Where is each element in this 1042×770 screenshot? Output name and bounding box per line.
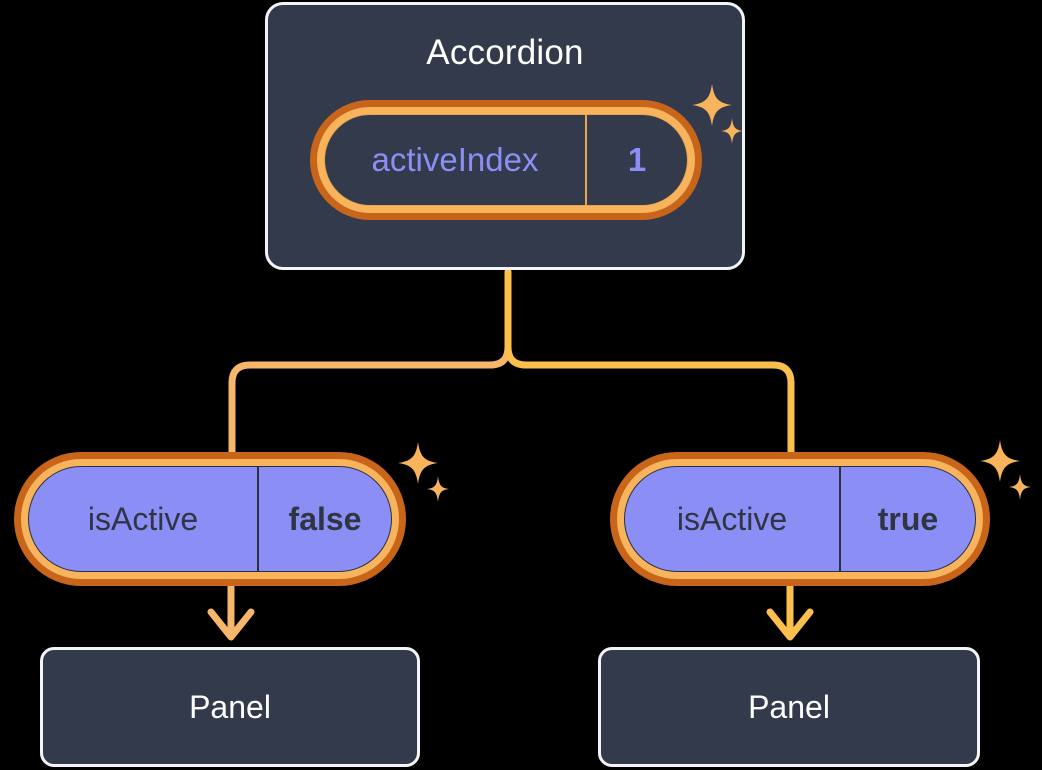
pill-inner-ring: isActive false (21, 459, 399, 579)
wire-root-to-right (504, 268, 795, 466)
pill-body: isActive false (28, 466, 392, 572)
state-pill-is-active-true[interactable]: isActive true (610, 452, 990, 586)
state-pill-active-index[interactable]: activeIndex 1 (310, 100, 702, 220)
pill-inner-ring: isActive true (617, 459, 983, 579)
pill-body: activeIndex 1 (324, 114, 688, 206)
state-pill-is-active-false[interactable]: isActive false (14, 452, 406, 586)
prop-key-label: isActive (29, 467, 259, 571)
panel-component-left[interactable]: Panel (40, 647, 420, 767)
panel-component-right[interactable]: Panel (598, 647, 980, 767)
pill-inner-ring: activeIndex 1 (317, 107, 695, 213)
state-key-label: activeIndex (325, 115, 587, 205)
sparkle-icon-right-large (980, 440, 1031, 500)
panel-title: Panel (189, 688, 271, 725)
pill-body: isActive true (624, 466, 976, 572)
arrow-down-icon-left (207, 578, 255, 641)
prop-key-label: isActive (625, 467, 841, 571)
prop-value-label: false (288, 500, 362, 537)
panel-title: Panel (748, 688, 830, 725)
state-value-label: 1 (627, 141, 647, 178)
wire-root-to-left (228, 268, 512, 466)
arrow-down-icon-right (766, 578, 814, 641)
prop-value-label: true (877, 500, 939, 537)
sparkle-icon-left-large (398, 442, 449, 502)
accordion-title: Accordion (426, 33, 584, 72)
